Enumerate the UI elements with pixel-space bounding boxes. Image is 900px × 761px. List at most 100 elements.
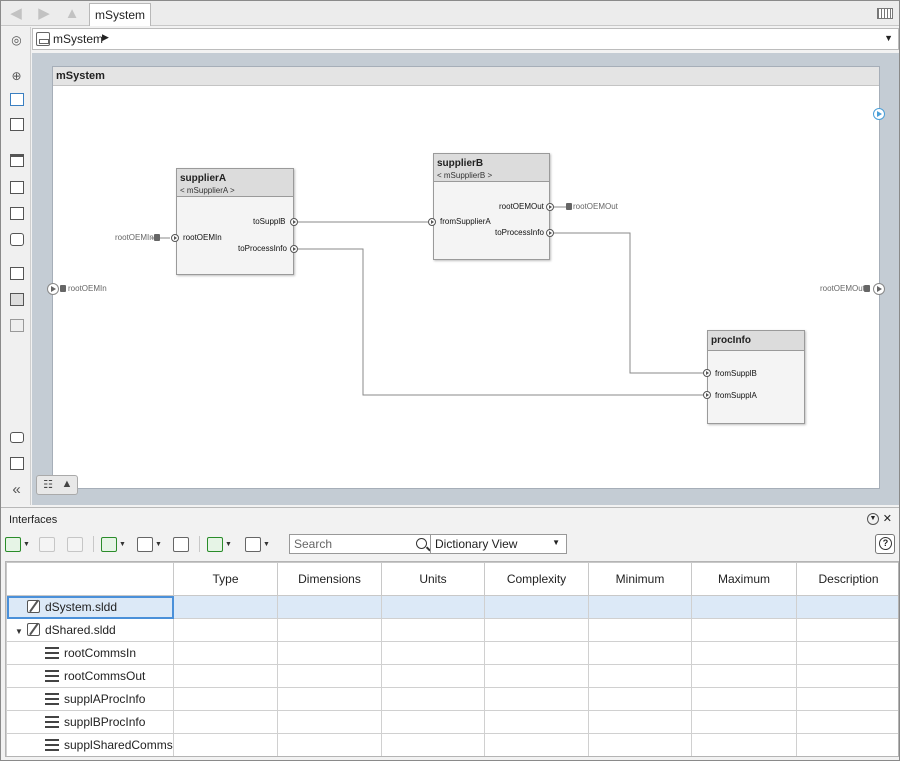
back-arrow-icon[interactable]: ◀ [10,5,22,22]
tab-bar: ◀ ▶ ▲ mSystem [1,1,899,26]
component-name: supplierA [180,173,227,184]
view-options-button[interactable]: ▼ [245,534,270,554]
chevron-down-icon[interactable]: ▼ [552,538,560,547]
forward-arrow-icon[interactable]: ▶ [38,5,50,22]
tab-msystem[interactable]: mSystem [89,3,151,26]
link-dictionary-button[interactable]: ▼ [207,534,232,554]
row-name: supplAProcInfo [64,692,146,706]
search-input[interactable]: Search [289,534,431,554]
breadcrumb: mSystem ▶ ▼ [32,28,899,50]
column-header[interactable]: Type [173,562,278,596]
diagram-title: mSystem [53,67,879,86]
up-arrow-icon[interactable]: ▲ [64,5,80,22]
hide-browser-icon[interactable]: ◎ [11,32,22,47]
column-header[interactable]: Complexity [484,562,589,596]
column-header[interactable]: Units [381,562,485,596]
search-icon[interactable] [416,538,427,549]
close-icon[interactable]: ✕ [882,513,892,525]
add-interface-button[interactable]: ▼ [5,534,30,554]
row-name: supplSharedComms [64,738,173,752]
port-label: toProcessInfo [238,244,287,253]
interfaces-view-icon[interactable]: ☷ [43,479,53,491]
port-stub-icon [154,234,160,241]
interface-icon [45,693,59,705]
view-select[interactable]: Dictionary View ▼ [430,534,567,554]
breadcrumb-arrow-icon[interactable]: ▶ [102,32,109,42]
component-supplierB[interactable]: supplierB < mSupplierB > [433,153,550,260]
table-header-row: Type Dimensions Units Complexity Minimum… [6,562,898,596]
property-inspector-icon[interactable] [8,455,25,472]
area-icon[interactable] [8,317,25,334]
add-element-button[interactable] [39,534,55,554]
column-header[interactable]: Dimensions [277,562,382,596]
port-in-icon[interactable] [171,234,179,242]
table-row[interactable]: dSystem.sldd [6,595,898,619]
interfaces-toolbar: ▼ ▼ ▼ ▼ ▼ Search Dictionary View ▼ ? [5,533,897,555]
panel-menu-icon[interactable]: ▼ [867,513,879,525]
open-dictionary-button[interactable] [173,534,189,554]
port-stub-icon [60,285,66,292]
root-port-label: rootOEMIn [68,284,107,293]
table-row[interactable]: supplAProcInfo [6,687,898,711]
interface-icon [45,739,59,751]
model-canvas[interactable]: mSystem supplierA < mSupplierA > toSuppl… [32,53,899,505]
zoom-area-icon[interactable] [8,116,25,133]
help-button[interactable]: ? [875,534,895,554]
keyboard-icon[interactable] [877,8,893,19]
port-label: toProcessInfo [495,228,544,237]
component-procInfo[interactable]: procInfo [707,330,805,424]
import-button[interactable]: ▼ [101,534,126,554]
image-icon[interactable] [8,291,25,308]
breadcrumb-dropdown-icon[interactable]: ▼ [884,33,893,43]
add-port-icon[interactable] [873,108,885,120]
row-name: dShared.sldd [45,623,116,637]
breadcrumb-item-msystem[interactable]: mSystem [53,32,104,46]
help-icon: ? [879,537,892,550]
adapter-icon[interactable] [8,231,25,248]
expand-arrow-icon[interactable]: ▼ [15,627,23,636]
port-out-icon[interactable] [290,245,298,253]
zoom-in-icon[interactable]: ⊕ [11,68,22,83]
dictionary-icon [27,623,40,636]
system-diagram[interactable]: mSystem supplierA < mSupplierA > toSuppl… [47,66,885,489]
column-header[interactable]: Maximum [691,562,797,596]
table-row[interactable]: supplSharedComms [6,733,898,756]
interfaces-panel: Interfaces ▼ ✕ ▼ ▼ ▼ ▼ ▼ Search Dictiona… [1,507,899,760]
component-icon[interactable] [8,152,25,169]
component-name: procInfo [711,335,751,346]
table-row[interactable]: supplBProcInfo [6,710,898,734]
annotation-icon[interactable] [8,265,25,282]
root-port-in-icon[interactable] [47,283,59,295]
port-out-icon[interactable] [546,229,554,237]
port-in-icon[interactable] [703,391,711,399]
hierarchy-view-icon[interactable]: ▲ [61,478,73,490]
connection-supplA-procinfo[interactable] [298,248,703,396]
column-header[interactable]: Minimum [588,562,692,596]
save-dictionary-button[interactable]: ▼ [137,534,162,554]
reference-component-icon[interactable] [8,179,25,196]
port-out-icon[interactable] [546,203,554,211]
camera-icon[interactable] [8,429,25,446]
dictionary-icon [27,600,40,613]
panel-title: Interfaces [9,514,58,526]
port-in-icon[interactable] [428,218,436,226]
table-row[interactable]: rootCommsIn [6,641,898,665]
port-in-icon[interactable] [703,369,711,377]
delete-button[interactable] [67,534,83,554]
fit-to-view-icon[interactable] [8,91,25,108]
column-header[interactable]: Description [796,562,898,596]
table-row[interactable]: ▼ dShared.sldd [6,618,898,642]
port-out-icon[interactable] [290,218,298,226]
port-label: rootOEMOut [499,202,544,211]
table-row[interactable]: rootCommsOut [6,664,898,688]
column-header-name [6,562,174,596]
model-icon [36,32,50,46]
connection-supplB-procinfo[interactable] [553,232,703,374]
root-port-out-icon[interactable] [873,283,885,295]
interface-icon [45,647,59,659]
port-stub-icon [864,285,870,292]
variant-component-icon[interactable] [8,205,25,222]
collapse-toolbar-icon[interactable]: « [12,481,21,498]
component-reference: < mSupplierB > [437,171,493,180]
